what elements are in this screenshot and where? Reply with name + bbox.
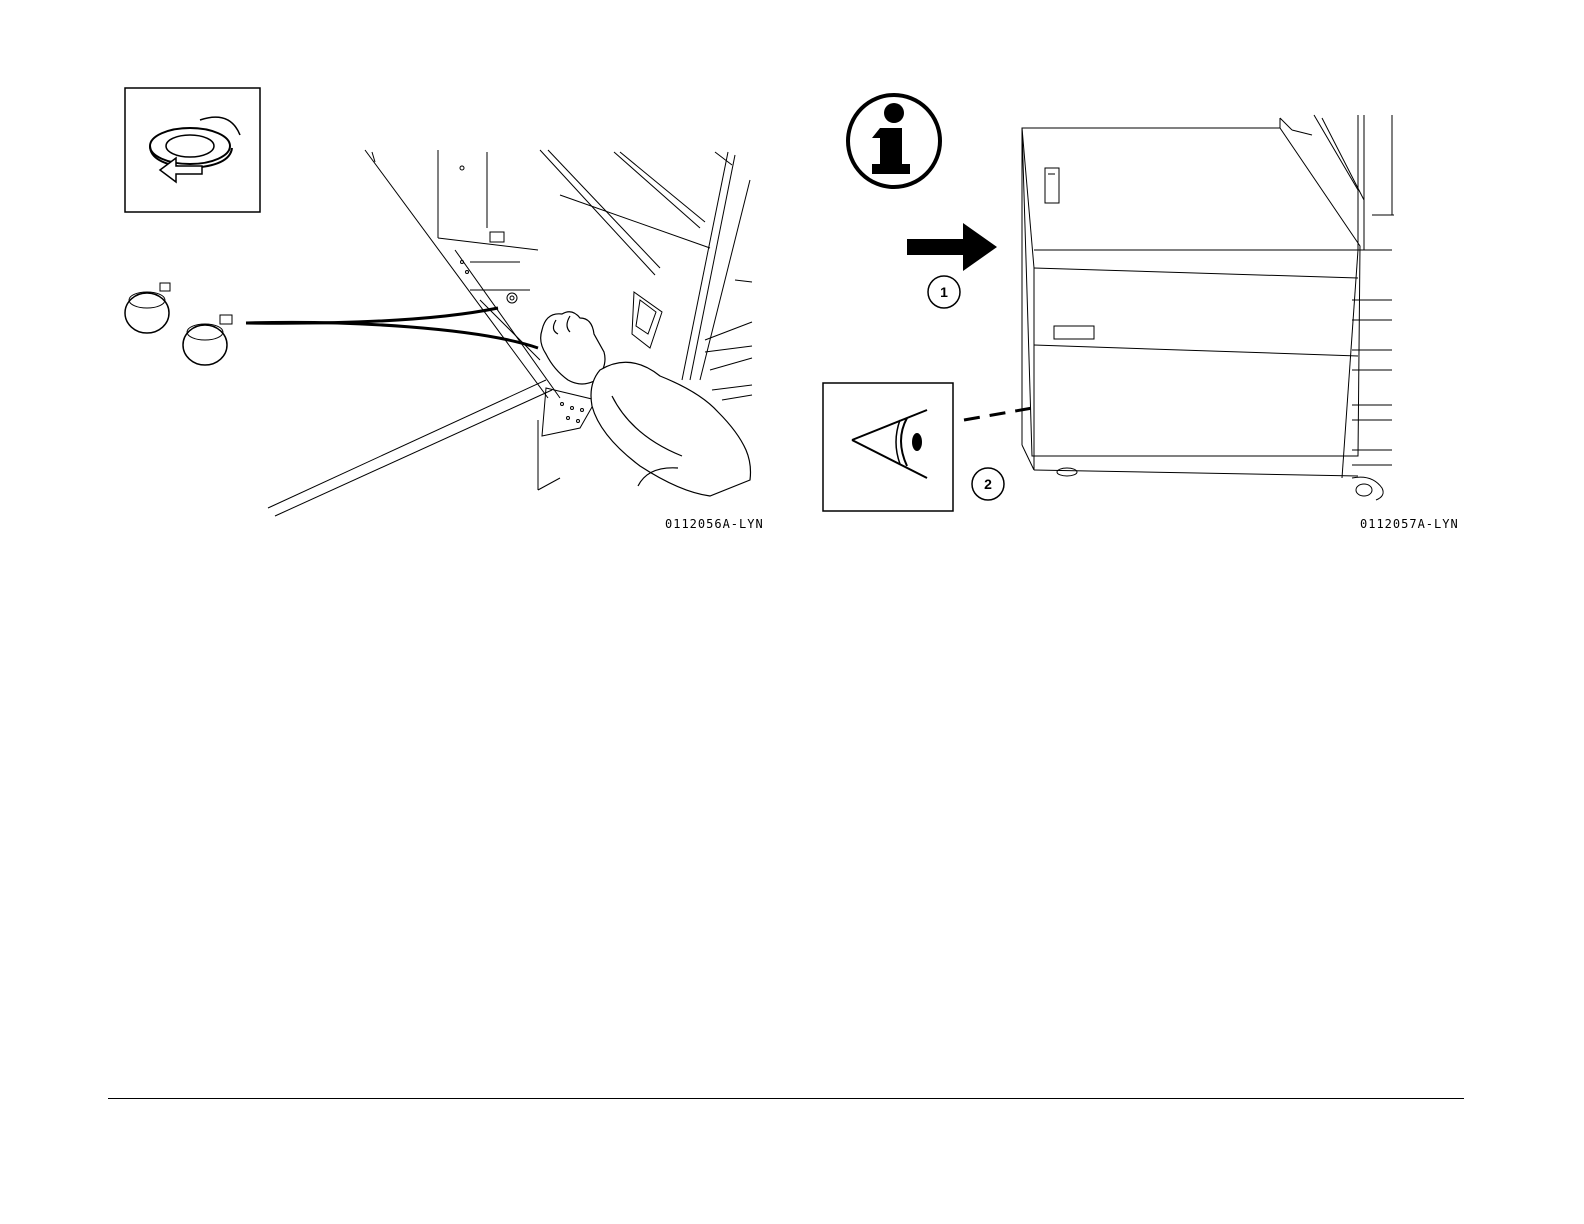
arrow-right-icon: [907, 223, 997, 271]
footer-rule: [108, 1098, 1464, 1099]
figure-id-label-left: 0112056A-LYN: [665, 517, 764, 531]
callout-2-label: 2: [984, 476, 992, 492]
rotate-counterclockwise-icon: [125, 88, 260, 212]
cabinet-illustration: [1022, 115, 1394, 500]
figure-left-illustration: [0, 0, 792, 560]
callout-1-label: 1: [940, 284, 948, 300]
hand-illustration: [541, 312, 751, 496]
figure-right: 1 2: [792, 0, 1584, 560]
thumbscrew-knobs: [125, 283, 232, 365]
callout-2: 2: [972, 468, 1004, 500]
figure-id-label-right: 0112057A-LYN: [1360, 517, 1459, 531]
callout-1: 1: [928, 276, 960, 308]
figure-left: 0112056A-LYN: [0, 0, 792, 560]
eye-inspect-icon: [823, 383, 953, 511]
figure-right-illustration: 1 2: [792, 0, 1584, 560]
information-icon: [848, 95, 940, 187]
